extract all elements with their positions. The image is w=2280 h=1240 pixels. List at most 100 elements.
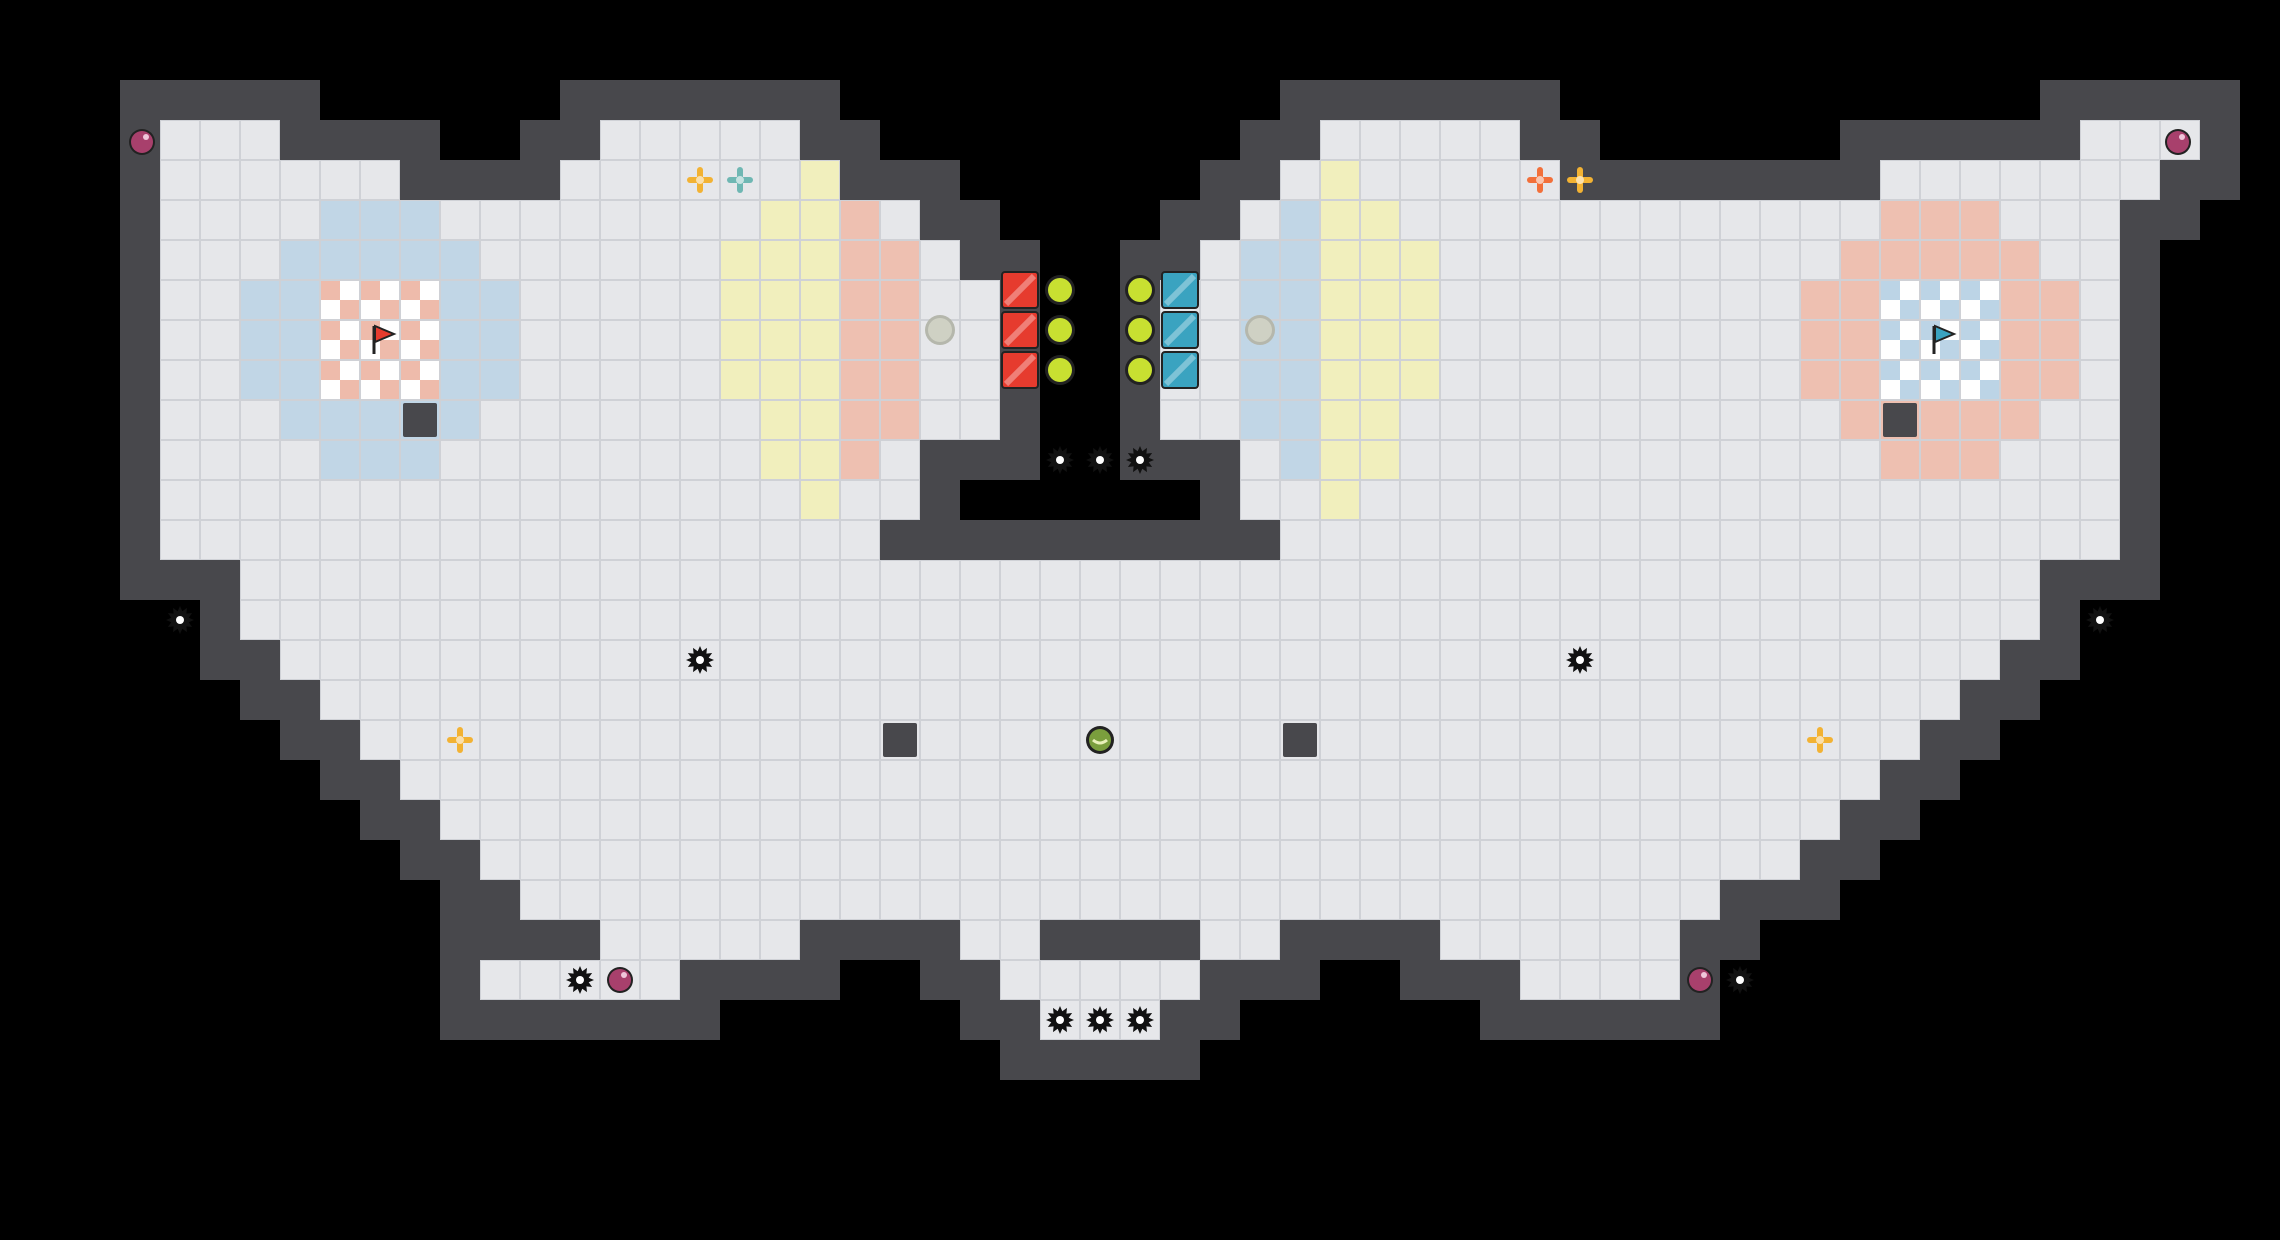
grid-cell (400, 400, 440, 440)
grid-cell (1560, 440, 1600, 480)
floor-tile (1600, 760, 1640, 800)
flag-cloth (1934, 324, 1957, 344)
floor-tile (1400, 160, 1440, 200)
grid-cell (280, 520, 320, 560)
floor-tile (1360, 600, 1400, 640)
floor-tile (2000, 560, 2040, 600)
wall-tile (1080, 520, 1120, 560)
grid-cell (1280, 600, 1320, 640)
wall-tile (200, 560, 240, 600)
wall-tile (1880, 760, 1920, 800)
grid-cell (1520, 920, 1560, 960)
boost-center (736, 176, 744, 184)
floor-tile (480, 720, 520, 760)
red-zone (840, 440, 880, 480)
grid-cell (1960, 480, 2000, 520)
grid-cell (1280, 280, 1320, 320)
spike-hazard (1086, 446, 1114, 474)
grid-cell (360, 680, 400, 720)
wall-tile (440, 880, 480, 920)
grid-cell (800, 680, 840, 720)
floor-tile (1680, 480, 1720, 520)
flag-base-check (1900, 380, 1920, 400)
neutral-zone (800, 240, 840, 280)
wall-tile (1080, 920, 1120, 960)
grid-cell (840, 720, 880, 760)
grid-cell (240, 520, 280, 560)
wall-tile (1400, 960, 1440, 1000)
wall-tile (1920, 760, 1960, 800)
floor-tile (1800, 480, 1840, 520)
flag-base-check (400, 320, 420, 340)
grid-cell (1600, 240, 1640, 280)
blue-zone (1280, 280, 1320, 320)
floor-tile (1040, 680, 1080, 720)
grid-cell (480, 600, 520, 640)
grid-cell (320, 520, 360, 560)
floor-tile (1200, 320, 1240, 360)
floor-tile (920, 760, 960, 800)
grid-cell (1040, 720, 1080, 760)
player-ball[interactable] (1086, 726, 1114, 754)
floor-tile (560, 840, 600, 880)
grid-cell (1600, 920, 1640, 960)
grid-cell (1400, 840, 1440, 880)
blue-zone (280, 320, 320, 360)
grid-cell (880, 880, 920, 920)
floor-tile (1480, 120, 1520, 160)
floor-tile (2000, 480, 2040, 520)
floor-tile (680, 240, 720, 280)
floor-tile (1920, 680, 1960, 720)
wall-tile (1040, 920, 1080, 960)
red-zone (880, 400, 920, 440)
floor-tile (1680, 680, 1720, 720)
grid-cell (520, 480, 560, 520)
grid-cell (1480, 200, 1520, 240)
floor-tile (1760, 240, 1800, 280)
blue-zone (320, 240, 360, 280)
grid-cell (1200, 600, 1240, 640)
wall-tile (920, 200, 960, 240)
grid-cell (520, 280, 560, 320)
gate-shine (1003, 273, 1037, 307)
grid-cell (760, 600, 800, 640)
floor-tile (1680, 440, 1720, 480)
grid-cell (1920, 320, 1960, 360)
red-zone (880, 320, 920, 360)
grid-cell (1040, 840, 1080, 880)
floor-tile (640, 440, 680, 480)
floor-tile (1120, 840, 1160, 880)
grid-cell (1520, 280, 1560, 320)
grid-cell (680, 920, 720, 960)
grid-cell (1320, 120, 1360, 160)
red-zone (1920, 200, 1960, 240)
grid-cell (480, 240, 520, 280)
blue-zone (360, 400, 400, 440)
grid-cell (1680, 400, 1720, 440)
floor-tile (600, 440, 640, 480)
red-zone (1840, 240, 1880, 280)
floor-tile (680, 600, 720, 640)
spike-core (696, 656, 704, 664)
grid-cell (320, 440, 360, 480)
grid-cell (1520, 840, 1560, 880)
floor-tile (1560, 600, 1600, 640)
grid-cell (560, 640, 600, 680)
grid-cell (760, 240, 800, 280)
floor-tile (1720, 840, 1760, 880)
grid-cell (2040, 440, 2080, 480)
grid-cell (1600, 720, 1640, 760)
grid-cell (1440, 640, 1480, 680)
floor-tile (440, 480, 480, 520)
floor-tile (640, 360, 680, 400)
floor-tile (240, 240, 280, 280)
floor-tile (1640, 720, 1680, 760)
grid-cell (1680, 800, 1720, 840)
grid-cell (680, 840, 720, 880)
grid-cell (1600, 520, 1640, 560)
neutral-zone (720, 360, 760, 400)
grid-cell (800, 560, 840, 600)
flag-base-check (420, 380, 440, 400)
floor-tile (1320, 640, 1360, 680)
flag-base-check (420, 300, 440, 320)
